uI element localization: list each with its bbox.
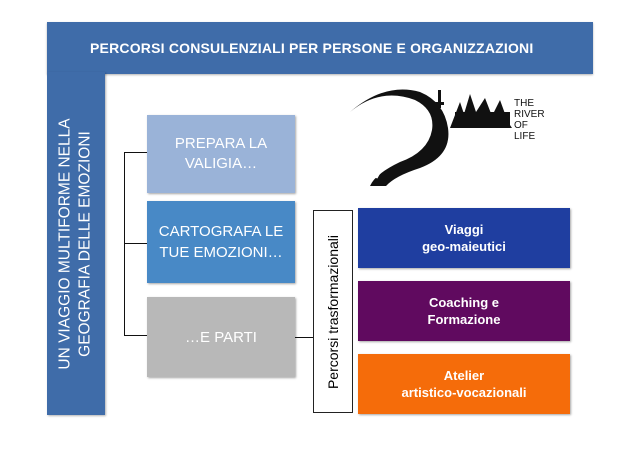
percorsi-label-text: Percorsi trasformazionali [325, 234, 341, 389]
path-viaggi-geo-maieutici: Viaggi geo-maieutici [358, 208, 570, 268]
logo-line-3: OF [514, 120, 528, 131]
connector-2 [124, 243, 147, 244]
step-1-line-2: VALIGIA… [184, 155, 258, 172]
step-3-line-1: …E PARTI [185, 328, 257, 346]
path-1-line-1: Viaggi [444, 222, 484, 237]
step-prepara-la-valigia: PREPARA LA VALIGIA… [147, 115, 295, 193]
percorsi-trasformazionali-label: Percorsi trasformazionali [313, 210, 353, 413]
step-e-parti: …E PARTI [147, 297, 295, 377]
path-coaching-formazione: Coaching e Formazione [358, 281, 570, 341]
logo-line-2: RIVER [514, 109, 545, 120]
path-atelier-artistico: Atelier artistico-vocazionali [358, 354, 570, 414]
header-banner: PERCORSI CONSULENZIALI PER PERSONE E ORG… [47, 22, 593, 74]
step-cartografa-emozioni: CARTOGRAFA LE TUE EMOZIONI… [147, 201, 295, 283]
path-3-line-2: artistico-vocazionali [401, 385, 527, 400]
path-1-line-2: geo-maieutici [422, 239, 506, 254]
step-1-line-1: PREPARA LA [174, 135, 268, 152]
path-3-line-1: Atelier [443, 368, 485, 383]
header-title: PERCORSI CONSULENZIALI PER PERSONE E ORG… [90, 40, 534, 56]
connector-3 [124, 335, 147, 336]
sidebar-line-1: UN VIAGGIO MULTIFORME NELLA [57, 117, 75, 370]
path-2-line-2: Formazione [427, 312, 501, 327]
connector-to-percorsi [295, 337, 313, 338]
sidebar-title: UN VIAGGIO MULTIFORME NELLA GEOGRAFIA DE… [47, 72, 105, 415]
connector-1 [124, 152, 147, 153]
step-2-line-1: CARTOGRAFA LE [158, 223, 284, 240]
path-2-line-1: Coaching e [428, 295, 500, 310]
river-of-life-logo: THE RIVER OF LIFE [350, 89, 545, 186]
sidebar-band [47, 72, 105, 415]
logo-line-1: THE [514, 98, 534, 109]
logo-line-4: LIFE [514, 131, 535, 142]
sidebar-line-2: GEOGRAFIA DELLE EMOZIONI [77, 130, 95, 357]
step-2-line-2: TUE EMOZIONI… [159, 244, 283, 261]
